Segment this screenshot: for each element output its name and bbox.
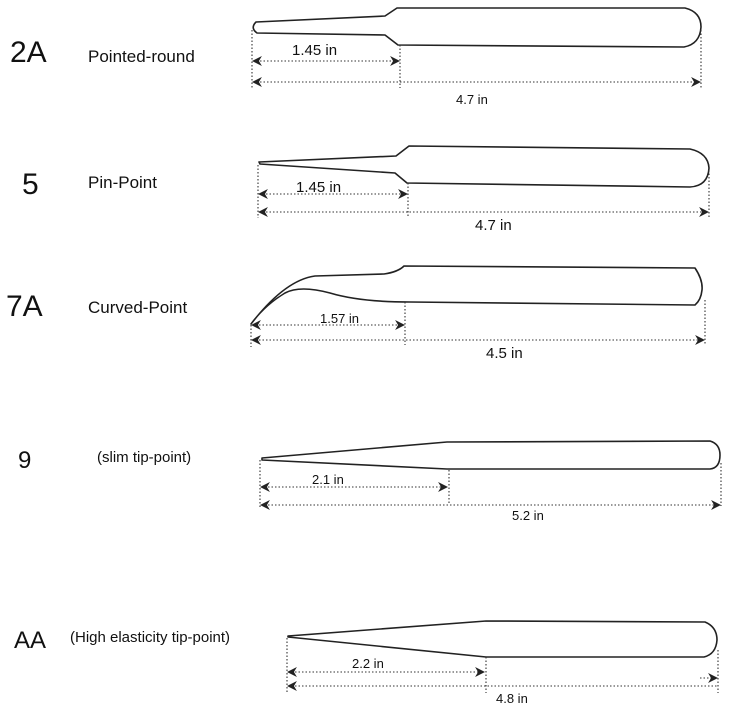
total-length-label: 4.8 in bbox=[496, 691, 528, 706]
tip-length-label: 2.1 in bbox=[312, 472, 344, 487]
tweezer-outline bbox=[287, 620, 718, 658]
model-code: 2A bbox=[10, 36, 47, 69]
tweezer-9: 9 (slim tip-point) 2.1 in 5.2 in bbox=[18, 440, 722, 523]
model-name: Pointed-round bbox=[88, 47, 195, 66]
tweezer-5: 5 Pin-Point 1.45 in 4.7 in bbox=[22, 145, 710, 234]
model-code: 5 bbox=[22, 168, 39, 201]
tip-length-label: 1.45 in bbox=[296, 179, 341, 196]
total-length-label: 4.7 in bbox=[475, 217, 512, 234]
tip-length-label: 1.45 in bbox=[292, 42, 337, 59]
tweezer-7a: 7A Curved-Point 1.57 in 4.5 in bbox=[6, 265, 706, 362]
model-name: (slim tip-point) bbox=[97, 449, 191, 466]
model-name: Pin-Point bbox=[88, 173, 157, 192]
tip-length-label: 2.2 in bbox=[352, 656, 384, 671]
tweezer-aa: AA (High elasticity tip-point) 2.2 in 4.… bbox=[14, 620, 719, 706]
model-code: AA bbox=[14, 627, 46, 654]
total-length-label: 4.5 in bbox=[486, 345, 523, 362]
total-length-label: 4.7 in bbox=[456, 92, 488, 107]
model-code: 7A bbox=[6, 290, 43, 323]
tweezer-outline bbox=[258, 145, 710, 188]
tweezer-outline bbox=[261, 440, 721, 470]
tweezer-outline bbox=[250, 265, 703, 325]
tip-length-label: 1.57 in bbox=[320, 311, 359, 326]
model-name: (High elasticity tip-point) bbox=[70, 629, 230, 646]
model-code: 9 bbox=[18, 447, 31, 474]
tweezer-outline bbox=[252, 7, 702, 48]
tweezer-2a: 2A Pointed-round 1.45 in 4.7 in bbox=[10, 7, 702, 107]
model-name: Curved-Point bbox=[88, 298, 187, 317]
total-length-label: 5.2 in bbox=[512, 508, 544, 523]
